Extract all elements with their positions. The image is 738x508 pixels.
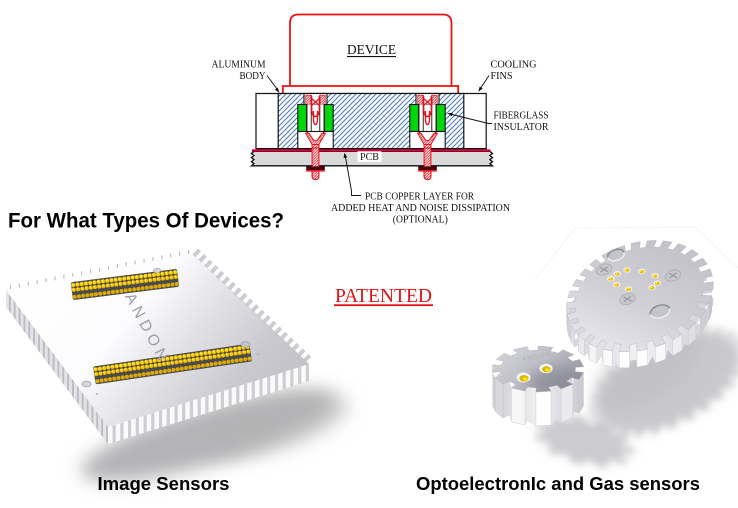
svg-text:COOLING: COOLING	[491, 60, 537, 71]
svg-text:PCB COPPER LAYER FOR: PCB COPPER LAYER FOR	[365, 192, 474, 203]
svg-text:ALUMINUM: ALUMINUM	[212, 60, 266, 71]
svg-text:Image Sensors: Image Sensors	[98, 474, 230, 494]
svg-text:(OPTIONAL): (OPTIONAL)	[393, 215, 448, 226]
svg-text:ADDED HEAT AND NOISE DISSIPATI: ADDED HEAT AND NOISE DISSIPATION	[331, 203, 510, 214]
svg-text:PATENTED: PATENTED	[335, 286, 432, 307]
svg-text:BODY: BODY	[240, 71, 266, 82]
svg-text:INSULATOR: INSULATOR	[494, 122, 549, 133]
svg-text:OptoelectronIc and Gas sensors: OptoelectronIc and Gas sensors	[416, 474, 700, 494]
svg-text:FINS: FINS	[491, 71, 513, 82]
svg-text:FIBERGLASS: FIBERGLASS	[494, 111, 549, 122]
svg-text:DEVICE: DEVICE	[347, 43, 396, 58]
svg-text:PCB: PCB	[360, 152, 379, 163]
svg-text:For What Types Of Devices?: For What Types Of Devices?	[8, 209, 284, 233]
